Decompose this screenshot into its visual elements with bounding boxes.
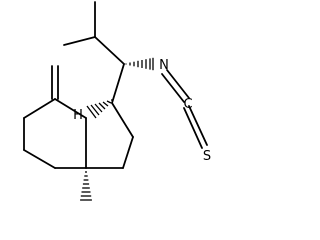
hashed-wedge-bond-to-n [125, 57, 154, 71]
atom-label-c: C [183, 97, 192, 112]
bond-c-s-b [188, 105, 208, 146]
bond-c-s-a [183, 107, 203, 149]
bond-isopropyl-ch [94, 36, 125, 65]
bond-n-c-a [161, 73, 185, 103]
hashed-wedge-bond-ring-top [86, 99, 113, 119]
bond-n-c-b [166, 69, 190, 99]
bond-ring6-a [54, 98, 87, 119]
chemical-structure-diagram: H N C S [23, 1, 211, 201]
bond-ring5-b [122, 136, 134, 169]
bond-ring6-b [23, 98, 56, 119]
atom-label-s: S [203, 149, 211, 164]
bond-ring6-d [23, 149, 56, 169]
atom-label-h: H [73, 108, 83, 123]
atom-label-n: N [159, 58, 169, 73]
bond-isopropyl-left [63, 36, 96, 46]
hashed-wedge-bond-methyl [80, 171, 92, 201]
bond-ring5-a [111, 102, 134, 138]
bond-ch-to-ring [111, 63, 125, 104]
